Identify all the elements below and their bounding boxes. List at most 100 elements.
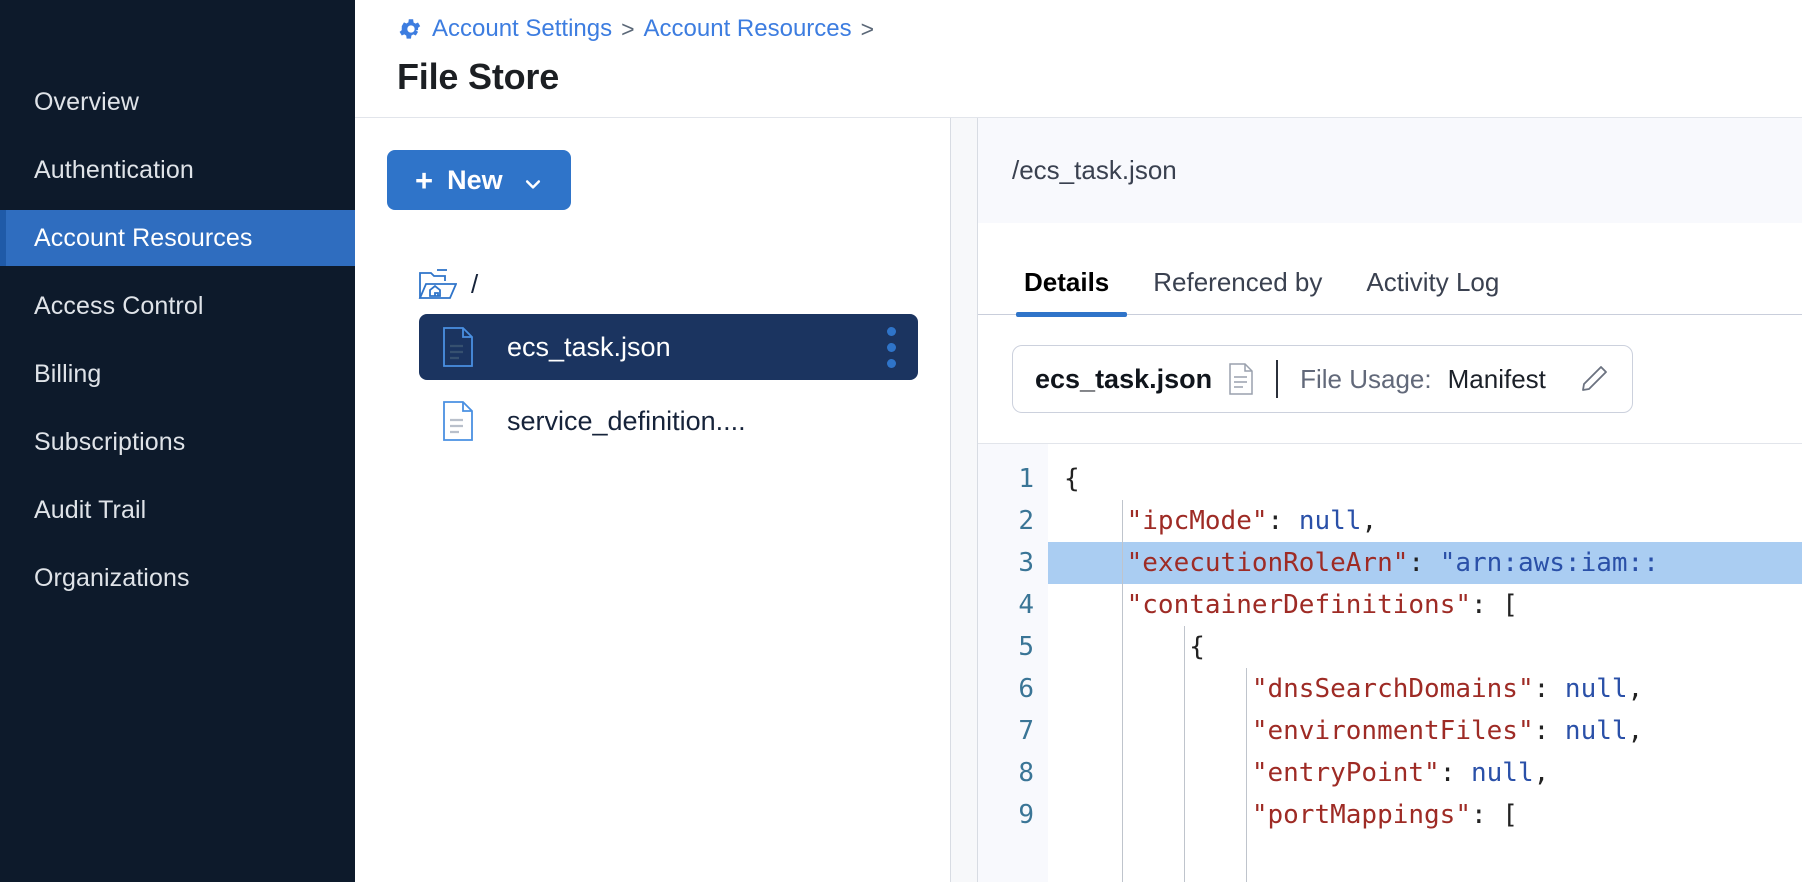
json-file-icon — [441, 326, 475, 368]
file-usage-label: File Usage: — [1300, 363, 1432, 394]
divider — [1276, 360, 1279, 398]
sidebar-item-overview[interactable]: Overview — [0, 74, 355, 130]
file-tree-pane: + New — [355, 118, 950, 882]
breadcrumb: Account Settings > Account Resources > — [397, 8, 1802, 50]
usage-file-name: ecs_task.json — [1035, 363, 1213, 394]
file-usage-section: ecs_task.json File Usage: Manifest — [978, 315, 1802, 444]
sidebar-item-organizations[interactable]: Organizations — [0, 550, 355, 606]
file-name-label: service_definition.... — [507, 405, 746, 436]
file-row-ecs-task[interactable]: ecs_task.json — [419, 314, 918, 380]
code-token: "environmentFiles" — [1251, 716, 1534, 746]
line-number: 1 — [1018, 464, 1034, 494]
pencil-icon[interactable] — [1578, 363, 1610, 395]
code-token: { — [1064, 632, 1205, 662]
breadcrumb-link-account-resources[interactable]: Account Resources — [643, 15, 852, 42]
code-token: : — [1533, 674, 1565, 704]
sidebar-item-label: Audit Trail — [34, 495, 147, 524]
code-line[interactable]: { — [1048, 458, 1802, 500]
file-row-service-definition[interactable]: service_definition.... — [419, 388, 918, 454]
file-usage-card: ecs_task.json File Usage: Manifest — [1012, 345, 1633, 413]
code-token — [1064, 506, 1127, 536]
open-folder-home-icon — [417, 267, 458, 301]
sidebar-item-authentication[interactable]: Authentication — [0, 142, 355, 198]
gear-icon — [397, 16, 423, 42]
code-line[interactable]: "containerDefinitions": [ — [1048, 584, 1802, 626]
line-number: 9 — [1018, 800, 1034, 830]
code-token: : [ — [1471, 590, 1518, 620]
code-token — [1064, 716, 1252, 746]
code-token: , — [1627, 716, 1644, 746]
sidebar-item-account-resources[interactable]: Account Resources — [0, 210, 355, 266]
sidebar-item-label: Billing — [34, 359, 102, 388]
code-line[interactable]: "environmentFiles": null, — [1048, 710, 1802, 752]
code-token: null — [1564, 674, 1628, 704]
file-path-bar: /ecs_task.json — [978, 118, 1802, 223]
line-number: 7 — [1018, 716, 1034, 746]
code-token: null — [1564, 716, 1628, 746]
sidebar-item-label: Subscriptions — [34, 427, 186, 456]
line-number: 5 — [1018, 632, 1034, 662]
code-line[interactable]: "executionRoleArn": "arn:aws:iam:: — [1048, 542, 1802, 584]
code-token: : — [1533, 716, 1565, 746]
code-token: "containerDefinitions" — [1126, 590, 1471, 620]
content-area: Account Settings > Account Resources > F… — [355, 0, 1802, 882]
code-token — [1064, 758, 1252, 788]
code-token: "entryPoint" — [1251, 758, 1440, 788]
tree-root-row[interactable]: / — [387, 262, 950, 306]
tab-referenced-by[interactable]: Referenced by — [1153, 267, 1323, 297]
detail-tabs: Details Referenced by Activity Log — [978, 223, 1802, 317]
code-token: , — [1533, 758, 1550, 788]
line-number: 3 — [1018, 548, 1034, 578]
document-icon — [1228, 363, 1254, 395]
code-line[interactable]: { — [1048, 626, 1802, 668]
code-token: null — [1298, 506, 1362, 536]
code-line[interactable]: "ipcMode": null, — [1048, 500, 1802, 542]
code-token: , — [1627, 674, 1644, 704]
code-token: , — [1361, 506, 1378, 536]
sidebar-item-label: Authentication — [34, 155, 194, 184]
code-token — [1064, 548, 1127, 578]
tree-root-label: / — [471, 268, 479, 299]
editor-code-area[interactable]: { "ipcMode": null, "executionRoleArn": "… — [1048, 444, 1802, 882]
code-token: null — [1471, 758, 1534, 788]
code-token: "executionRoleArn" — [1126, 548, 1409, 578]
chevron-down-icon — [523, 170, 543, 190]
code-token: "ipcMode" — [1126, 506, 1268, 536]
line-number: 4 — [1018, 590, 1034, 620]
code-token: : — [1439, 758, 1471, 788]
new-button[interactable]: + New — [387, 150, 571, 210]
page-title: File Store — [397, 56, 560, 97]
code-token — [1064, 674, 1252, 704]
tab-activity-log[interactable]: Activity Log — [1366, 267, 1500, 297]
breadcrumb-link-account-settings[interactable]: Account Settings — [432, 15, 613, 42]
page-header: Account Settings > Account Resources > F… — [355, 0, 1802, 118]
file-tree: / ecs_task.json — [387, 262, 950, 454]
sidebar-item-label: Organizations — [34, 563, 190, 592]
new-button-label: New — [447, 164, 503, 195]
sidebar-item-billing[interactable]: Billing — [0, 346, 355, 402]
sidebar-item-label: Access Control — [34, 291, 204, 320]
code-token — [1064, 800, 1252, 830]
kebab-menu-icon[interactable] — [881, 321, 902, 374]
pane-splitter-handle[interactable] — [950, 118, 978, 882]
sidebar-item-audit-trail[interactable]: Audit Trail — [0, 482, 355, 538]
code-token: : [ — [1471, 800, 1518, 830]
line-number: 8 — [1018, 758, 1034, 788]
code-token: "portMappings" — [1251, 800, 1471, 830]
code-line[interactable]: "entryPoint": null, — [1048, 752, 1802, 794]
file-detail-pane: /ecs_task.json Details Referenced by Activ… — [978, 118, 1802, 882]
json-file-icon — [441, 400, 475, 442]
file-name-label: ecs_task.json — [507, 331, 671, 362]
tab-details[interactable]: Details — [1012, 267, 1131, 317]
file-usage-value: Manifest — [1447, 363, 1546, 394]
sidebar-item-label: Overview — [34, 87, 139, 116]
code-line[interactable]: "portMappings": [ — [1048, 794, 1802, 836]
code-line[interactable]: "dnsSearchDomains": null, — [1048, 668, 1802, 710]
breadcrumb-separator: > — [621, 15, 635, 42]
sidebar-item-subscriptions[interactable]: Subscriptions — [0, 414, 355, 470]
sidebar-item-access-control[interactable]: Access Control — [0, 278, 355, 334]
